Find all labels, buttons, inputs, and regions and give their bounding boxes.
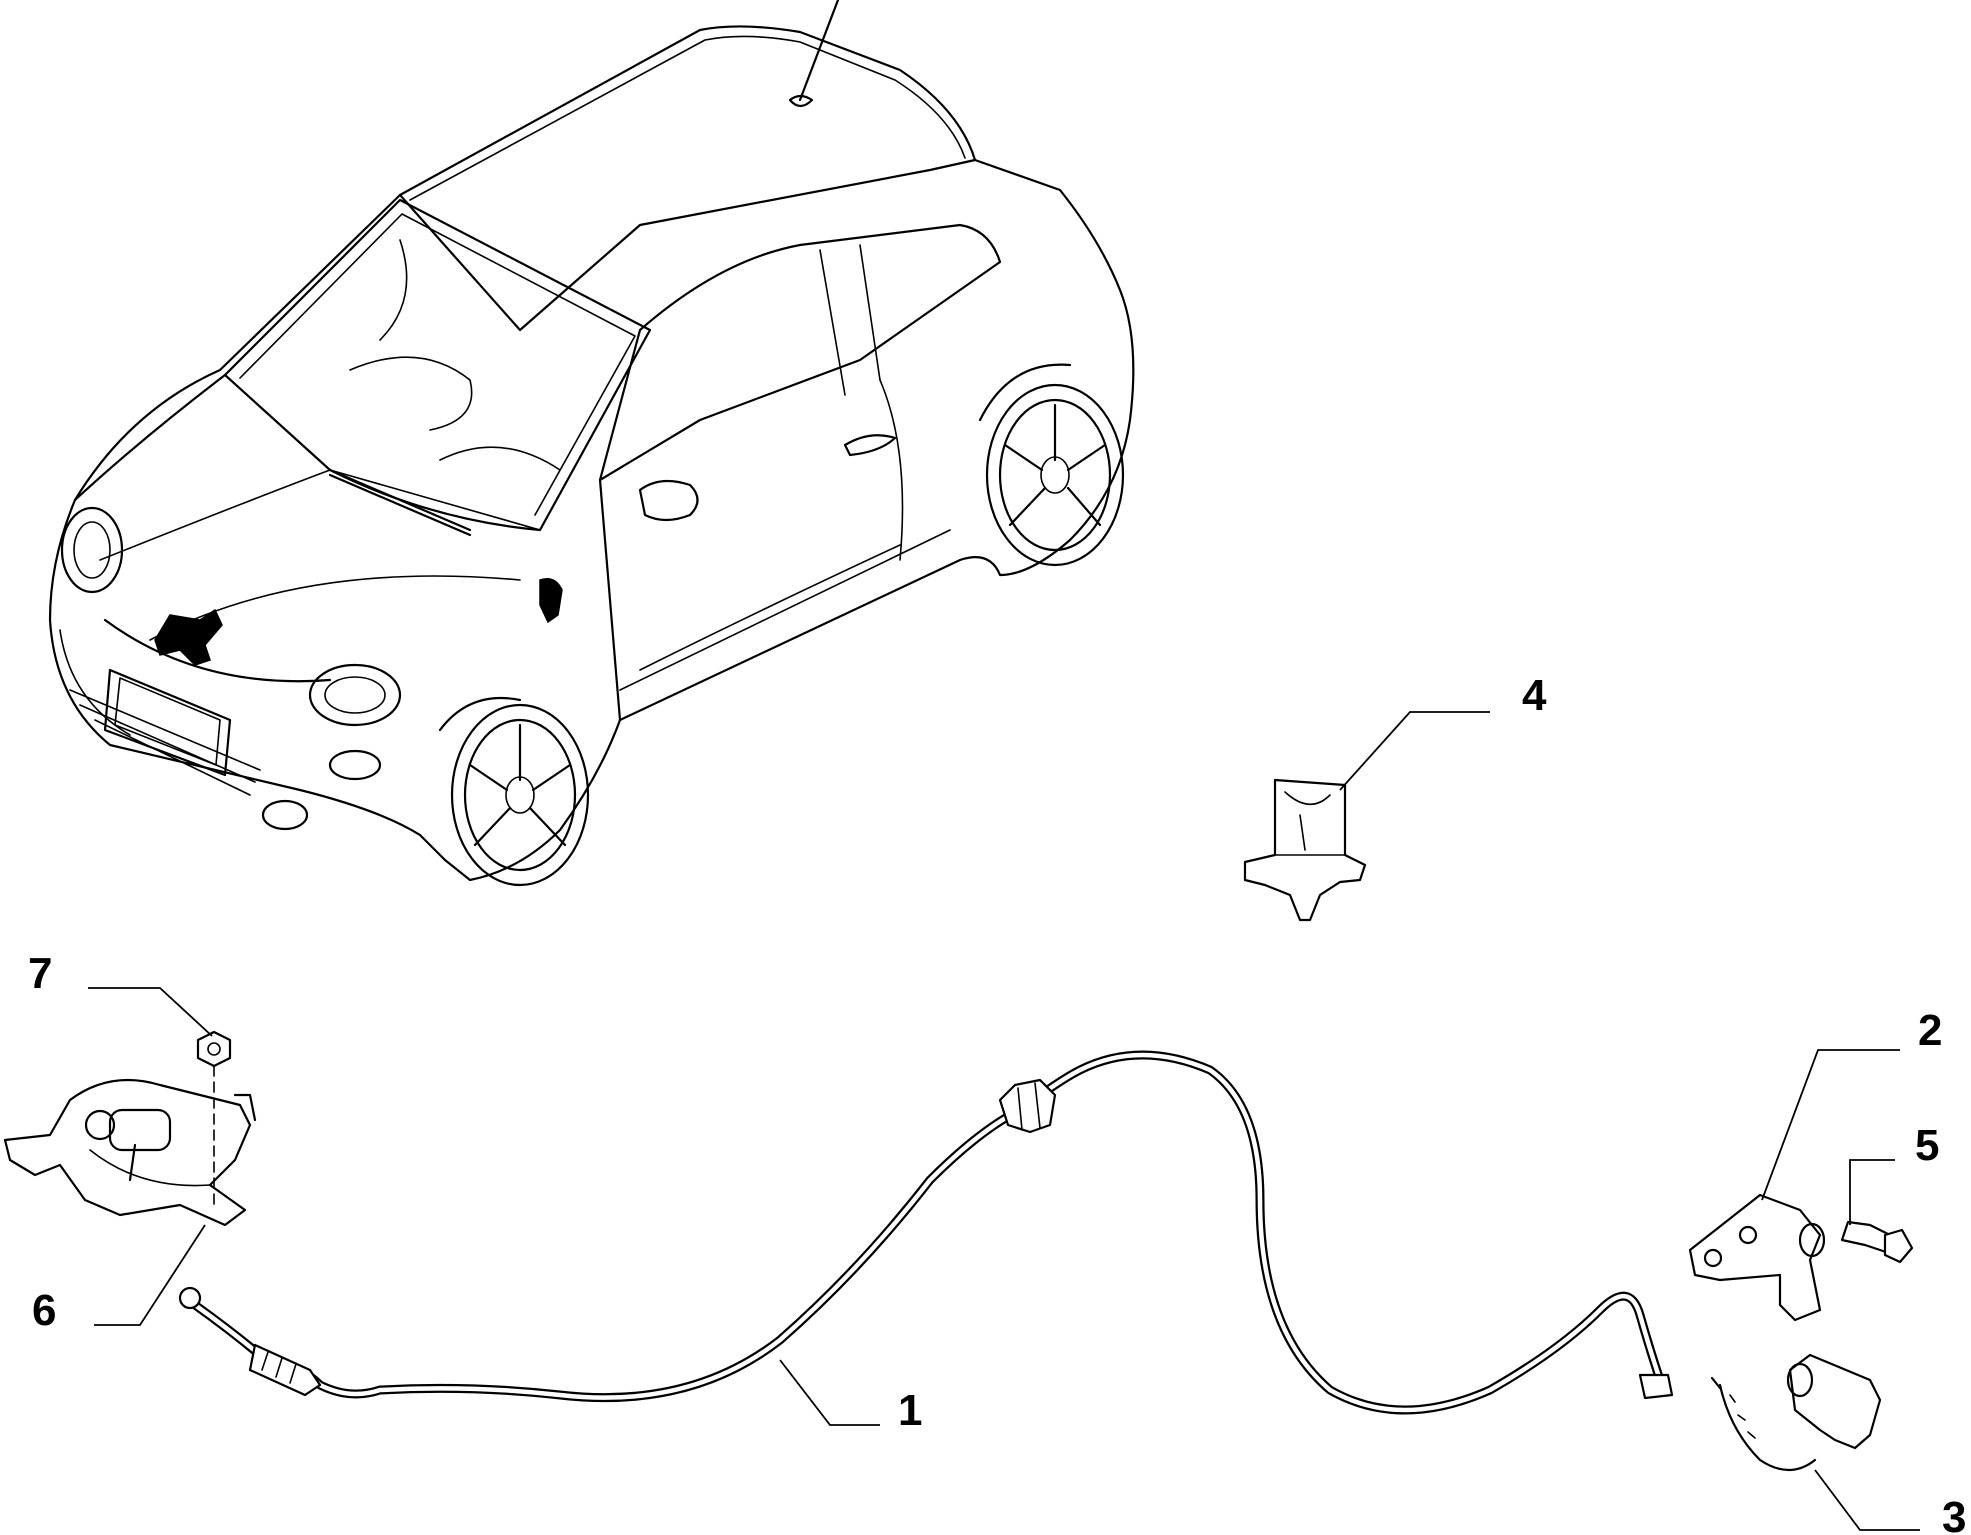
part-4-clip [1243, 778, 1367, 922]
callout-6: 6 [32, 1286, 56, 1335]
leader-lines [88, 711, 1920, 1531]
part-5-bolt [1840, 1220, 1914, 1264]
front-wheel [438, 696, 590, 887]
callout-7: 7 [28, 949, 52, 998]
callout-1: 1 [898, 1386, 922, 1435]
part-7-nut [196, 1030, 232, 1068]
callout-5: 5 [1915, 1121, 1939, 1170]
car-illustration [48, 0, 1135, 887]
part-3-switch [1710, 1353, 1882, 1472]
part-2-bracket [1688, 1193, 1826, 1322]
callout-2: 2 [1918, 1006, 1942, 1055]
part-6-hood-lock [3, 1065, 257, 1227]
callout-4: 4 [1522, 671, 1547, 720]
callout-3: 3 [1942, 1493, 1966, 1535]
part-1-cable [178, 1050, 1674, 1415]
rear-wheel [978, 363, 1125, 567]
